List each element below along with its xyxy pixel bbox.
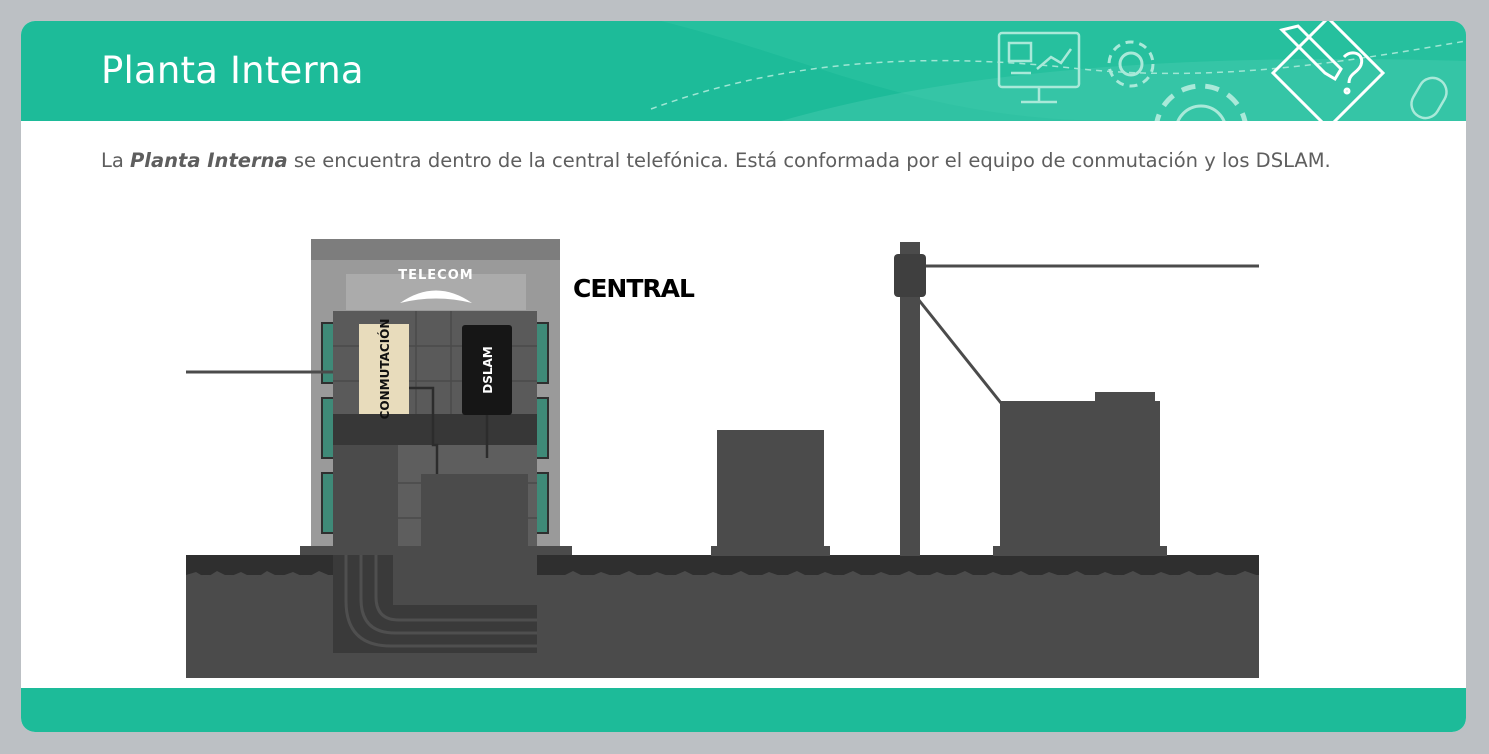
dslam-label: DSLAM [481, 346, 495, 393]
dslam-panel [462, 325, 512, 415]
pencil-question-icon [1270, 21, 1386, 121]
description-emphasis: Planta Interna [130, 149, 288, 172]
slide-card: Planta Interna La Planta Interna se encu… [21, 21, 1466, 732]
utility-pole [894, 242, 1259, 556]
street-cabinet [711, 430, 830, 556]
telecom-sign: TELECOM [398, 268, 473, 283]
ground [186, 555, 1259, 678]
central-building: TELECOM [300, 239, 572, 556]
slide-footer [21, 688, 1466, 732]
slide-description: La Planta Interna se encuentra dentro de… [101, 144, 1361, 178]
internal-wiring [409, 386, 489, 475]
mouse-icon [1410, 76, 1448, 120]
underground-cables [344, 555, 537, 648]
central-label: CENTRAL [573, 274, 695, 303]
page-title: Planta Interna [101, 49, 364, 92]
plant-diagram: TELECOM [186, 239, 1259, 678]
description-text: se encuentra dentro de la central telefó… [287, 149, 1331, 172]
gear-icon [1107, 40, 1248, 121]
monitor-presentation-icon [997, 31, 1081, 104]
telecom-logo-arc [400, 290, 472, 303]
switching-panel [359, 324, 409, 414]
header-decoration [650, 21, 1466, 121]
description-prefix: La [101, 149, 131, 172]
switching-label: CONMUTACIÓN [377, 319, 392, 420]
slide-header: Planta Interna [21, 21, 1466, 121]
remote-cabinet [993, 392, 1167, 556]
